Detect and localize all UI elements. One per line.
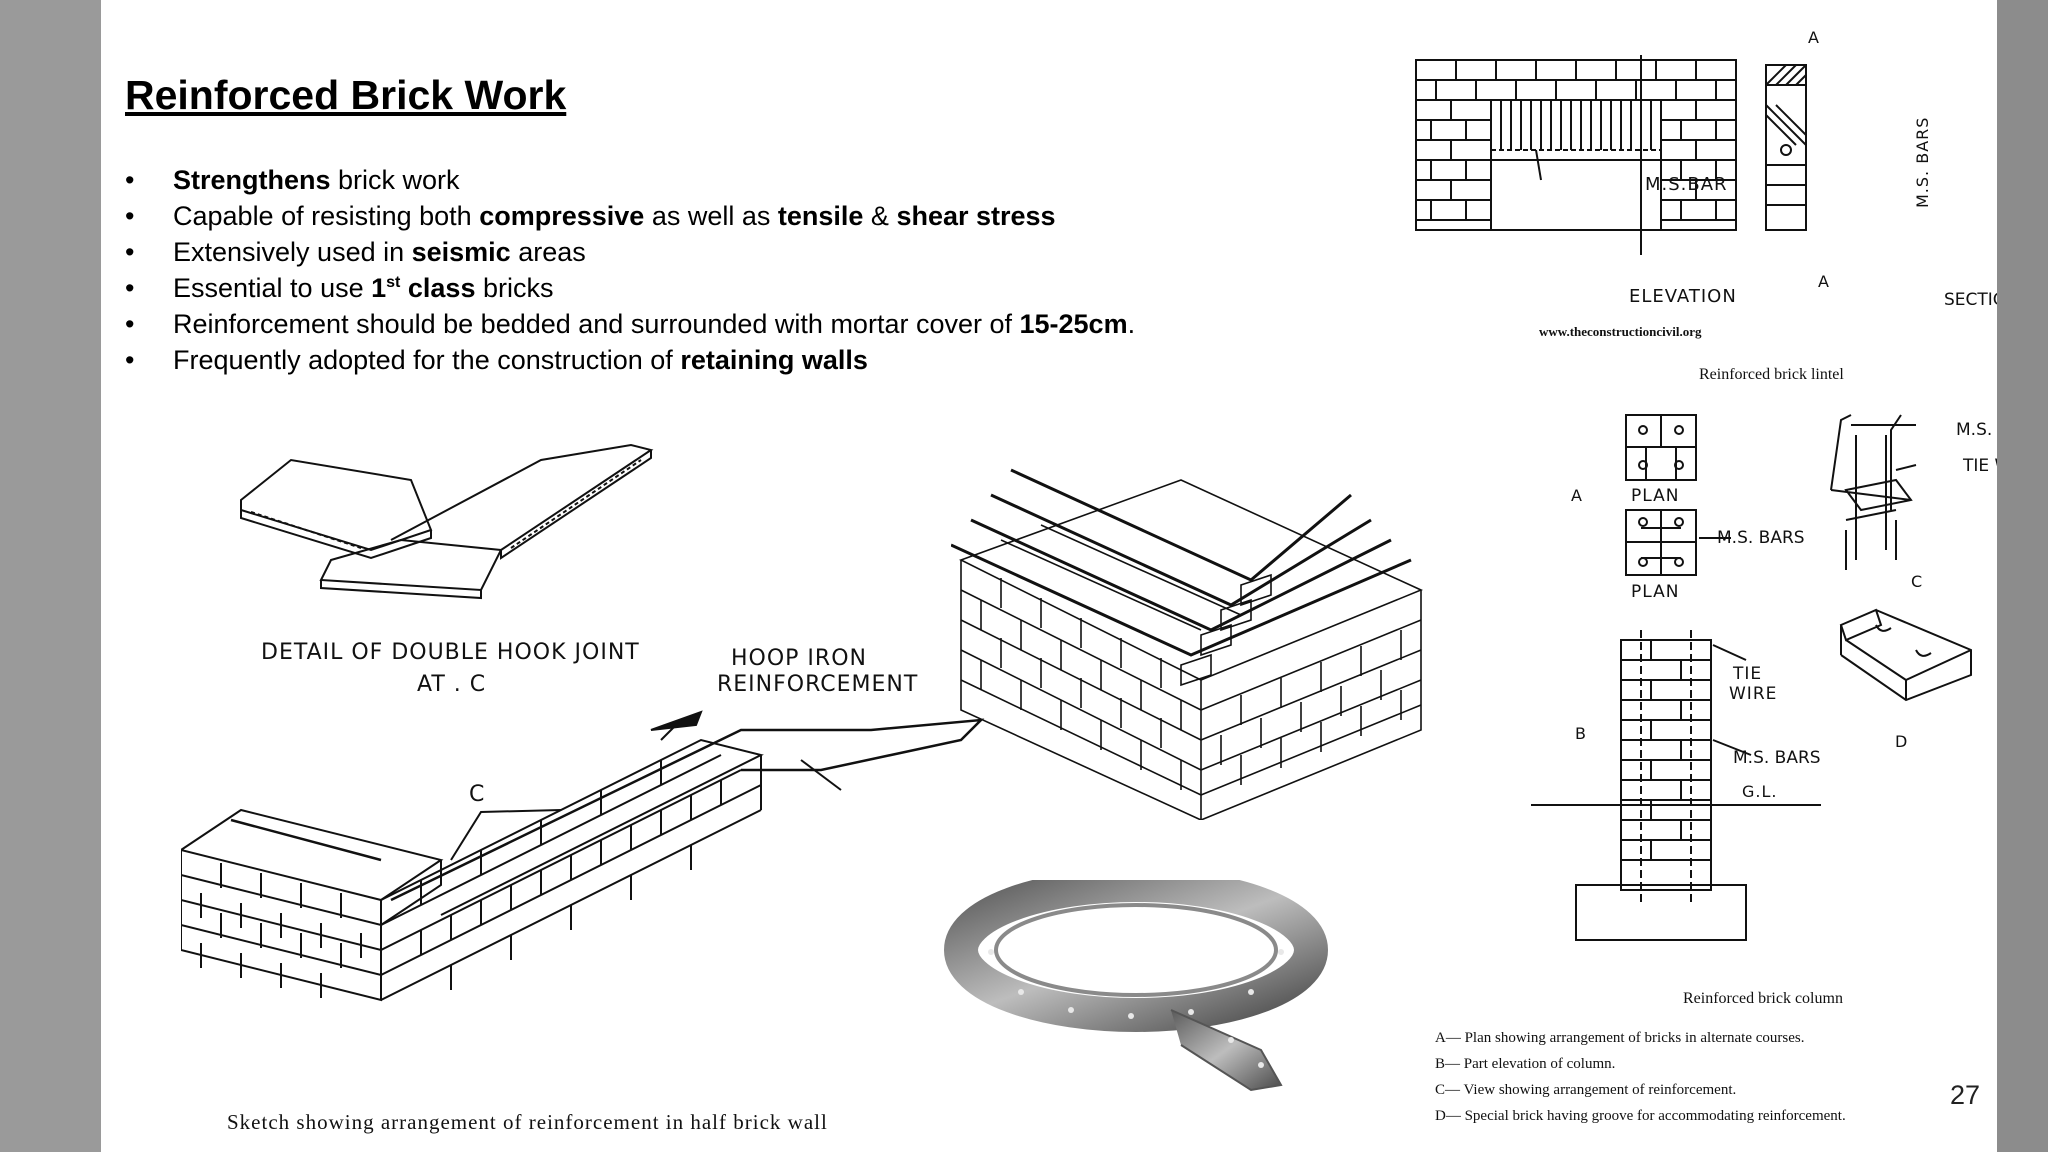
hook-joint-label-line2: AT . C [417, 672, 487, 697]
half-brick-caption: Sketch showing arrangement of reinforcem… [227, 1110, 828, 1134]
column-plan1-label: PLAN [1631, 486, 1680, 506]
column-plan2-label: PLAN [1631, 582, 1680, 602]
column-marker-b: B [1575, 724, 1587, 743]
hook-joint-label-line1: DETAIL OF DOUBLE HOOK JOINT [261, 640, 640, 665]
bullet-item: Essential to use 1st class bricks [125, 270, 1135, 306]
bullet-item: Extensively used in seismic areas [125, 234, 1135, 270]
isometric-brick-pier-drawing [951, 468, 1424, 820]
bullet-item: Reinforcement should be bedded and surro… [125, 306, 1135, 342]
hoop-iron-label-line2: REINFORCEMENT [717, 672, 919, 697]
hoop-iron-coil-image [944, 880, 1328, 1092]
column-plan-ms-bars-label: M.S. BARS [1717, 528, 1805, 548]
bullet-item: Capable of resisting both compressive as… [125, 198, 1135, 234]
website-watermark: www.theconstructioncivil.org [1539, 324, 1702, 339]
column-tie-label: TIE [1733, 664, 1763, 684]
slide: Reinforced Brick Work Strengthens brick … [101, 0, 1997, 1152]
column-note-a: A— Plan showing arrangement of bricks in… [1435, 1030, 1805, 1046]
right-margin [1997, 0, 2048, 1152]
column-marker-d: D [1895, 732, 1909, 751]
lintel-section-label: SECTION A.A [1944, 290, 1997, 310]
brick-column-drawing [1531, 414, 1972, 941]
column-note-c: C— View showing arrangement of reinforce… [1435, 1082, 1737, 1098]
column-elevation-ms-bars-label: M.S. BARS [1733, 748, 1821, 768]
page-number: 27 [1950, 1080, 1981, 1110]
bullet-list: Strengthens brick work Capable of resist… [125, 162, 1135, 378]
marker-c: C [469, 782, 486, 807]
slide-title: Reinforced Brick Work [125, 72, 567, 118]
column-wire-label: WIRE [1729, 684, 1778, 704]
lintel-caption: Reinforced brick lintel [1699, 366, 1844, 383]
lintel-ms-bar-label: M.S.BAR [1645, 174, 1728, 195]
brick-lintel-drawing [1415, 55, 1807, 255]
lintel-marker-a-top: A [1808, 28, 1820, 47]
column-cage-ms-bars-label: M.S. BARS [1956, 420, 1997, 440]
column-note-d: D— Special brick having groove for accom… [1435, 1108, 1846, 1124]
column-cage-tie-wire-label: TIE WIRE [1963, 456, 1997, 476]
double-hook-joint-drawing [240, 443, 654, 600]
bullet-item: Frequently adopted for the construction … [125, 342, 1135, 378]
bullet-item: Strengthens brick work [125, 162, 1135, 198]
hoop-iron-label-line1: HOOP IRON [731, 646, 867, 671]
column-marker-a: A [1571, 486, 1583, 505]
half-brick-wall-drawing [181, 710, 985, 1002]
column-note-b: B— Part elevation of column. [1435, 1056, 1616, 1072]
column-marker-c: C [1911, 572, 1924, 591]
lintel-elevation-label: ELEVATION [1629, 286, 1737, 307]
lintel-marker-a-bottom: A [1818, 272, 1830, 291]
lintel-ms-bars-vertical-label: M.S. BARS [1913, 116, 1932, 208]
column-caption: Reinforced brick column [1683, 990, 1843, 1007]
column-ground-level-label: G.L. [1742, 782, 1778, 801]
